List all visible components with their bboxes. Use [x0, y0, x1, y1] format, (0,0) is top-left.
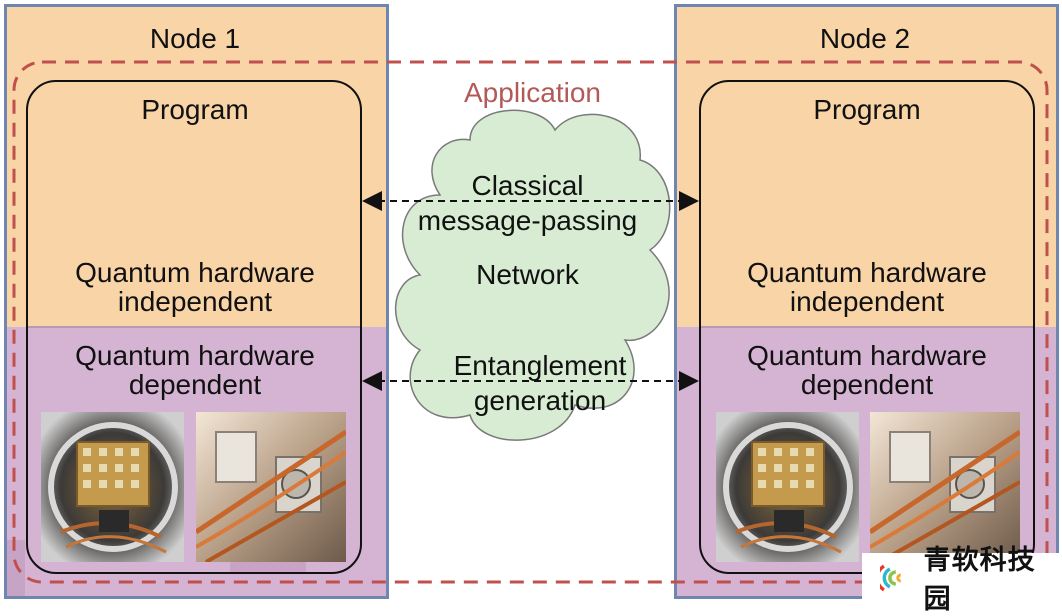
node-2-independent-label: Quantum hardware independent [747, 257, 987, 317]
optics-setup-image [196, 412, 346, 562]
node-2-title: Node 2 [819, 23, 911, 54]
node-2-upper-region [677, 7, 1056, 327]
node-1-dependent-label: Quantum hardware dependent [75, 340, 315, 400]
watermark-logo-icon [880, 564, 902, 592]
node-1-lower-left-notch [7, 540, 25, 596]
optics-setup-image [870, 412, 1020, 562]
quantum-chip-image [716, 412, 859, 562]
entanglement-generation-label: Entanglement generation [453, 350, 627, 416]
node-1-program-label: Program [141, 94, 249, 125]
quantum-chip-image [41, 412, 184, 562]
node-1-upper-region [7, 7, 386, 327]
node-2-dependent-label: Quantum hardware dependent [747, 340, 987, 400]
classical-message-passing-label: Classical message-passing [417, 170, 638, 236]
node-1-optics-photo [196, 412, 346, 562]
application-dashed-boundary [12, 60, 1049, 584]
application-label: Application [464, 77, 601, 108]
application-overlay [12, 60, 1049, 584]
node-2-program-divider [701, 326, 1033, 328]
node-1-chip-photo [41, 412, 184, 562]
network-label: Network [476, 259, 579, 290]
watermark-text: 青软科技园 [923, 545, 1036, 615]
node-2-program-label: Program [813, 94, 921, 125]
watermark-badge: 青软科技园 [862, 545, 1062, 615]
node-1-independent-label: Quantum hardware independent [75, 257, 315, 317]
node-1-title: Node 1 [149, 23, 241, 54]
node-2-optics-photo [870, 412, 1020, 562]
node-1-program-box [26, 80, 362, 574]
node-1-program-divider [28, 326, 360, 328]
node-2-chip-photo [716, 412, 859, 562]
